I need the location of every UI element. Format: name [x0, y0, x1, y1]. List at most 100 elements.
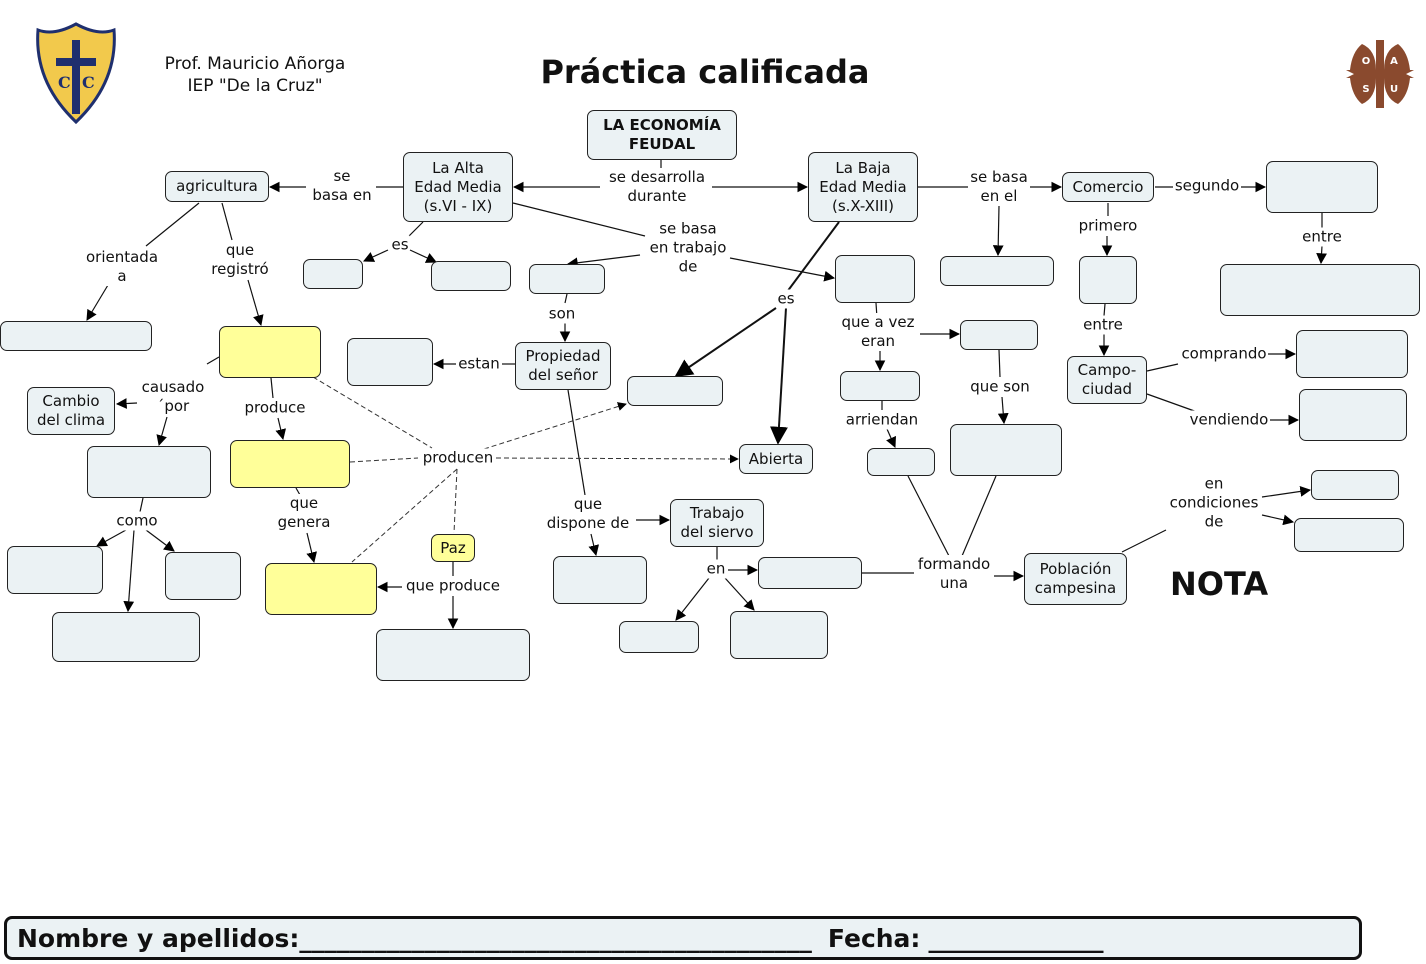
- link-orientada: orientada a: [84, 248, 160, 286]
- connector-line: [270, 377, 274, 399]
- node-alta-edad-media: La Alta Edad Media (s.VI - IX): [403, 152, 513, 222]
- blank-como-down[interactable]: [52, 612, 200, 662]
- blank-como-right[interactable]: [165, 552, 241, 600]
- blank-comprando[interactable]: [1296, 330, 1408, 378]
- blank-que-produce[interactable]: [376, 629, 530, 681]
- connector-line: [1121, 529, 1167, 553]
- link-que-registro: que registró: [210, 241, 270, 279]
- connector-line: [86, 284, 109, 321]
- name-label: Nombre y apellidos:: [17, 923, 300, 953]
- connector-line: [221, 202, 233, 241]
- blank-que-son[interactable]: [950, 424, 1062, 476]
- connector-line: [729, 257, 836, 282]
- connector-line: [275, 417, 287, 441]
- blank-dispone[interactable]: [553, 556, 647, 604]
- blank-trabajo-baja[interactable]: [835, 255, 915, 303]
- name-field[interactable]: ________________________________________…: [299, 923, 812, 953]
- connector-line: [312, 376, 433, 449]
- blank-a-vez-eran-down[interactable]: [840, 371, 920, 401]
- connector-line: [1261, 514, 1295, 526]
- connector-line: [306, 532, 317, 564]
- node-propiedad-senor: Propiedad del señor: [515, 342, 611, 390]
- connector-line: [1146, 363, 1179, 372]
- connector-line: [675, 577, 710, 621]
- connector-line: [363, 249, 389, 262]
- oasu-cross-logo: O A S U: [1346, 40, 1414, 108]
- connector-line: [495, 454, 739, 464]
- connector-line: [998, 349, 1001, 378]
- school-crest-logo: C C: [36, 22, 116, 125]
- link-produce: produce: [243, 398, 307, 418]
- connector-line: [588, 533, 600, 557]
- svg-text:C: C: [82, 73, 95, 92]
- blank-es-alta-2[interactable]: [431, 261, 511, 291]
- date-label: Fecha:: [827, 923, 921, 953]
- node-main-topic: LA ECONOMÍA FEUDAL: [587, 110, 737, 160]
- page-title: Práctica calificada: [540, 53, 870, 91]
- connector-line: [206, 356, 220, 365]
- connector-line: [123, 529, 135, 613]
- date-field[interactable]: ______________: [928, 923, 1104, 953]
- connector-line: [780, 221, 840, 301]
- blank-causado[interactable]: [87, 446, 211, 498]
- blank-en-mid[interactable]: [730, 611, 828, 659]
- blank-en-left[interactable]: [619, 621, 699, 653]
- student-info-bar: Nombre y apellidos: ____________________…: [4, 916, 1362, 960]
- blank-en-right[interactable]: [758, 557, 862, 589]
- connector-line: [145, 529, 175, 552]
- logo-letter-o: O: [1362, 56, 1371, 67]
- node-abierta: Abierta: [739, 444, 813, 474]
- blank-condiciones-2[interactable]: [1294, 518, 1404, 552]
- blank-entre-top[interactable]: [1220, 264, 1420, 316]
- author-name: Prof. Mauricio Añorga: [164, 54, 346, 74]
- blank-es-alta-1[interactable]: [303, 259, 363, 289]
- link-se-basa-en-el: se basa en el: [969, 168, 1029, 206]
- blank-condiciones-1[interactable]: [1311, 470, 1399, 500]
- connector-line: [1103, 303, 1106, 317]
- blank-yellow-genera[interactable]: [265, 563, 377, 615]
- blank-segundo[interactable]: [1266, 161, 1378, 213]
- link-causado: causado ´por: [140, 378, 206, 416]
- connector-line: [566, 254, 641, 269]
- author-block: Prof. Mauricio Añorga IEP "De la Cruz": [150, 53, 360, 97]
- node-paz: Paz: [431, 534, 475, 562]
- node-cambio-clima: Cambio del clima: [27, 387, 115, 435]
- connector-line: [674, 307, 777, 378]
- grade-label: NOTA: [1170, 565, 1269, 603]
- connector-line: [961, 475, 997, 557]
- link-en-condiciones: en condiciones de: [1168, 474, 1260, 532]
- blank-vendiendo[interactable]: [1299, 389, 1407, 441]
- blank-yellow-produce[interactable]: [230, 440, 350, 488]
- link-es-alta: es: [390, 235, 410, 255]
- blank-a-vez-eran-right[interactable]: [960, 320, 1038, 350]
- link-que-a-vez: que a vez eran: [840, 313, 916, 351]
- blank-como-left[interactable]: [7, 546, 103, 594]
- link-vendiendo: vendiendo: [1188, 410, 1270, 430]
- link-se-basa-en: se basa en: [311, 167, 373, 205]
- node-trabajo-siervo: Trabajo del siervo: [670, 499, 764, 547]
- blank-primero[interactable]: [1079, 256, 1137, 304]
- link-es-baja: es: [776, 289, 796, 309]
- connector-line: [992, 205, 1004, 257]
- blank-yellow-registro[interactable]: [219, 326, 321, 378]
- node-poblacion-campesina: Población campesina: [1024, 553, 1127, 605]
- connector-line: [145, 202, 200, 247]
- connector-line: [247, 279, 264, 327]
- connector-line: [907, 475, 950, 557]
- blank-es-baja[interactable]: [627, 376, 723, 406]
- blank-arriendan[interactable]: [867, 448, 935, 476]
- link-arriendan: arriendan: [844, 410, 920, 430]
- link-se-basa-trabajo: se basa en trabajo de: [648, 219, 728, 277]
- blank-trabajo-alta[interactable]: [529, 264, 605, 294]
- blank-estan[interactable]: [347, 338, 433, 386]
- link-producen: producen: [421, 448, 495, 468]
- connector-line: [139, 497, 144, 513]
- logo-letter-a: A: [1390, 56, 1398, 67]
- blank-se-basa-en-el[interactable]: [940, 256, 1054, 286]
- connector-line: [96, 529, 127, 547]
- link-segundo: segundo: [1173, 176, 1241, 196]
- connector-line: [724, 577, 755, 611]
- link-entre-top: entre: [1301, 227, 1343, 247]
- link-que-produce: que produce: [404, 576, 502, 596]
- blank-orientada[interactable]: [0, 321, 152, 351]
